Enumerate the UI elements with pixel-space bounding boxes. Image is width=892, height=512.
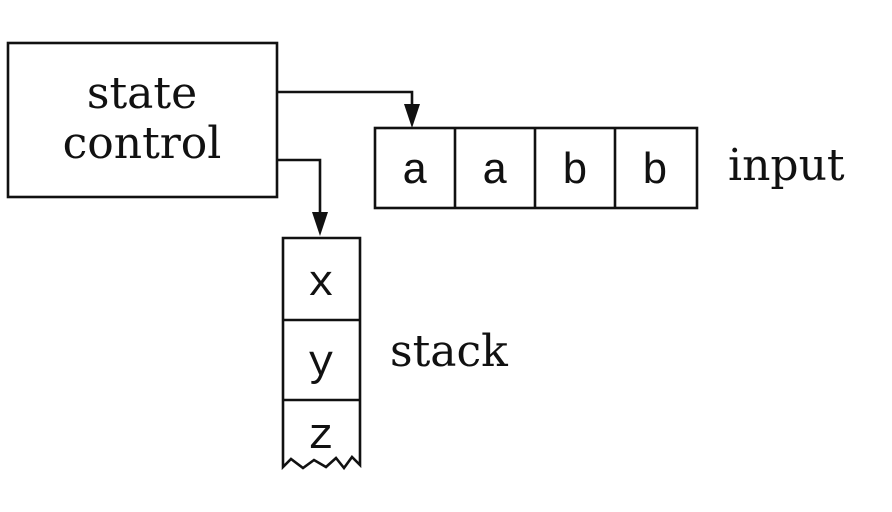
input-cell-4: b bbox=[642, 147, 668, 197]
input-label: input bbox=[728, 140, 845, 191]
arrow-to-input bbox=[278, 90, 420, 128]
stack-cell-2: y bbox=[308, 339, 334, 389]
arrow-to-stack-head bbox=[312, 212, 328, 236]
state-control-label-line2: control bbox=[63, 118, 222, 169]
stack: x y z bbox=[281, 236, 362, 471]
input-cell-2: a bbox=[482, 147, 508, 197]
stack-label: stack bbox=[390, 326, 508, 377]
input-cell-3: b bbox=[562, 147, 588, 197]
input-cell-1: a bbox=[402, 147, 428, 197]
stack-frame bbox=[281, 236, 362, 471]
stack-cell-1: x bbox=[308, 259, 334, 309]
input-tape: a a b b bbox=[373, 126, 699, 210]
state-control-label-line1: state bbox=[87, 68, 197, 119]
stack-cell-3: z bbox=[308, 412, 334, 462]
arrow-to-stack bbox=[278, 158, 328, 236]
state-control-box: state control bbox=[6, 41, 279, 199]
arrow-to-input-head bbox=[404, 104, 420, 128]
arrow-to-stack-line bbox=[278, 158, 322, 220]
arrow-to-input-line bbox=[278, 90, 414, 112]
state-control-frame bbox=[6, 41, 279, 199]
